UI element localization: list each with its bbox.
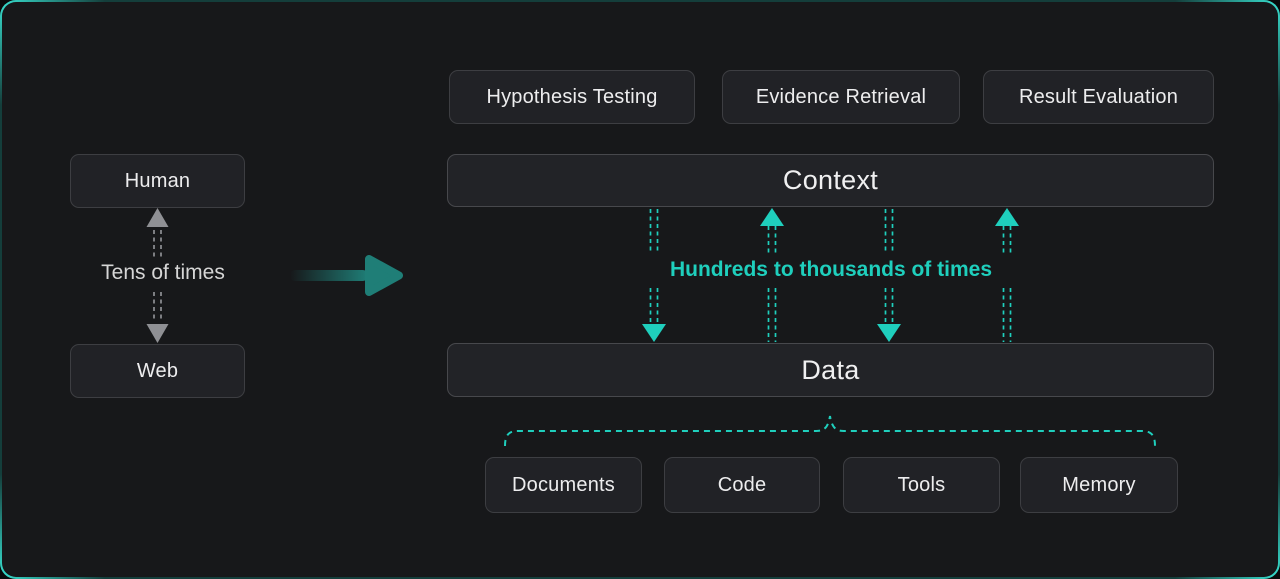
node-memory-label: Memory	[1062, 473, 1136, 496]
arrow-up-head-icon	[146, 208, 169, 227]
node-evidence-retrieval-label: Evidence Retrieval	[755, 85, 927, 108]
node-code-label: Code	[717, 473, 767, 496]
hundreds-of-times-label: Hundreds to thousands of times	[669, 258, 992, 281]
node-tools-label: Tools	[897, 473, 946, 496]
node-evidence-retrieval: Evidence Retrieval	[722, 70, 960, 124]
data-sources-brace-icon	[504, 415, 1156, 447]
node-tools: Tools	[843, 457, 1000, 513]
node-result-evaluation: Result Evaluation	[983, 70, 1214, 124]
tens-of-times-label: Tens of times	[101, 261, 225, 284]
node-human: Human	[70, 154, 245, 208]
data-bar: Data	[447, 343, 1214, 397]
node-hypothesis-testing-label: Hypothesis Testing	[486, 85, 658, 108]
context-bar-label: Context	[782, 165, 879, 195]
node-documents-label: Documents	[512, 473, 615, 496]
node-hypothesis-testing: Hypothesis Testing	[449, 70, 695, 124]
data-bar-label: Data	[801, 354, 860, 385]
node-human-label: Human	[124, 169, 191, 192]
arrow-down-head-icon	[146, 324, 169, 343]
node-result-evaluation-label: Result Evaluation	[1018, 85, 1179, 108]
node-documents: Documents	[485, 457, 642, 513]
node-web-label: Web	[136, 359, 179, 382]
flow-right-arrow-icon	[290, 255, 403, 296]
context-bar: Context	[447, 154, 1214, 207]
node-code: Code	[664, 457, 820, 513]
node-memory: Memory	[1020, 457, 1178, 513]
node-web: Web	[70, 344, 245, 398]
